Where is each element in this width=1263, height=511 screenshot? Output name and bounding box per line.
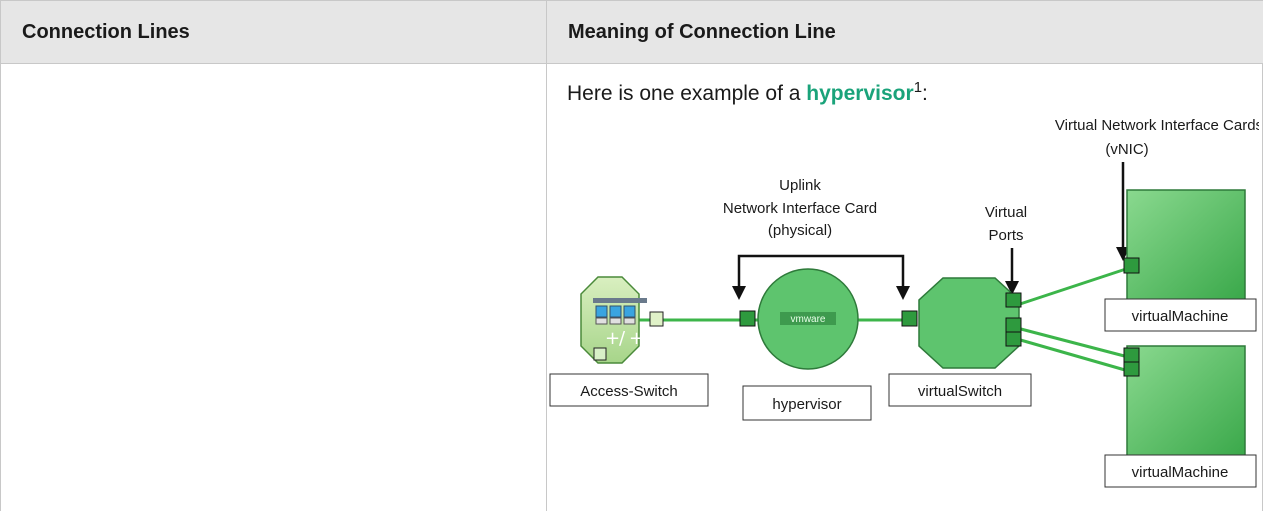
vnic-3 [1123, 361, 1140, 377]
annot-vnic-line2: (vNIC) [1105, 141, 1148, 158]
virtual-port-2 [1005, 317, 1022, 333]
header-connection-lines-label: Connection Lines [22, 21, 190, 43]
vnic-2 [1123, 347, 1140, 363]
intro-prefix: Here is one example of a [567, 82, 807, 105]
vm-2-label: virtualMachine [1132, 464, 1229, 481]
hypervisor-diagram: Virtual Network Interface Cards (vNIC) U… [549, 117, 1259, 488]
hypervisor-uplink-port-right [901, 310, 918, 327]
virtual-machine-1-node[interactable] [1126, 189, 1246, 301]
vm-1-label-box [1104, 298, 1257, 332]
annot-uplink-line2: Network Interface Card [723, 200, 877, 217]
intro-text: Here is one example of a hypervisor1: [567, 79, 928, 106]
hypervisor-link[interactable]: hypervisor [806, 82, 914, 105]
arrow-head-left [732, 286, 746, 300]
annot-uplink-line1: Uplink [779, 177, 821, 194]
svg-text:+: + [629, 328, 644, 349]
annot-uplink-line3: (physical) [768, 222, 832, 239]
intro-suffix: : [922, 82, 928, 105]
access-switch-label-box [549, 373, 709, 407]
header-connection-lines: Connection Lines [0, 0, 546, 64]
access-switch-label: Access-Switch [580, 383, 678, 400]
uplink-bracket-arrow [737, 254, 905, 290]
ports-arrow-head [1005, 281, 1019, 295]
virtual-switch-label-box [888, 373, 1032, 407]
svg-text:/: / [619, 328, 626, 349]
annot-vnic-line1: Virtual Network Interface Cards [1055, 117, 1259, 134]
arrow-head-right [896, 286, 910, 300]
access-switch-node[interactable]: + / + [580, 276, 647, 364]
virtual-switch-node[interactable] [918, 277, 1020, 369]
header-meaning-label: Meaning of Connection Line [568, 21, 836, 43]
svg-text:+: + [605, 328, 620, 349]
switch-icon: + / + [593, 298, 647, 349]
hypervisor-node[interactable]: vmware [757, 268, 859, 370]
hypervisor-label: hypervisor [772, 396, 841, 413]
virtual-switch-label: virtualSwitch [918, 383, 1002, 400]
access-switch-port-right [649, 311, 664, 327]
hypervisor-uplink-port-left [739, 310, 756, 327]
footnote-ref[interactable]: 1 [913, 79, 923, 96]
vnic-1 [1123, 257, 1140, 274]
hypervisor-label-box [742, 385, 872, 421]
annot-ports-line1: Virtual [985, 204, 1027, 221]
vmware-logo-box [780, 312, 836, 325]
virtual-machine-2-node[interactable] [1126, 345, 1246, 458]
header-meaning: Meaning of Connection Line [546, 0, 1263, 64]
access-switch-port-bottom [593, 347, 607, 361]
annot-ports-line2: Ports [988, 227, 1023, 244]
table-column-divider [546, 64, 547, 511]
virtual-port-1 [1005, 292, 1022, 308]
table-border-left [0, 64, 1, 511]
connection-lines [603, 265, 1133, 374]
virtual-port-3 [1005, 331, 1022, 347]
vm-2-label-box [1104, 454, 1257, 488]
vm-1-label: virtualMachine [1132, 308, 1229, 325]
vmware-logo: vmware [790, 314, 825, 325]
